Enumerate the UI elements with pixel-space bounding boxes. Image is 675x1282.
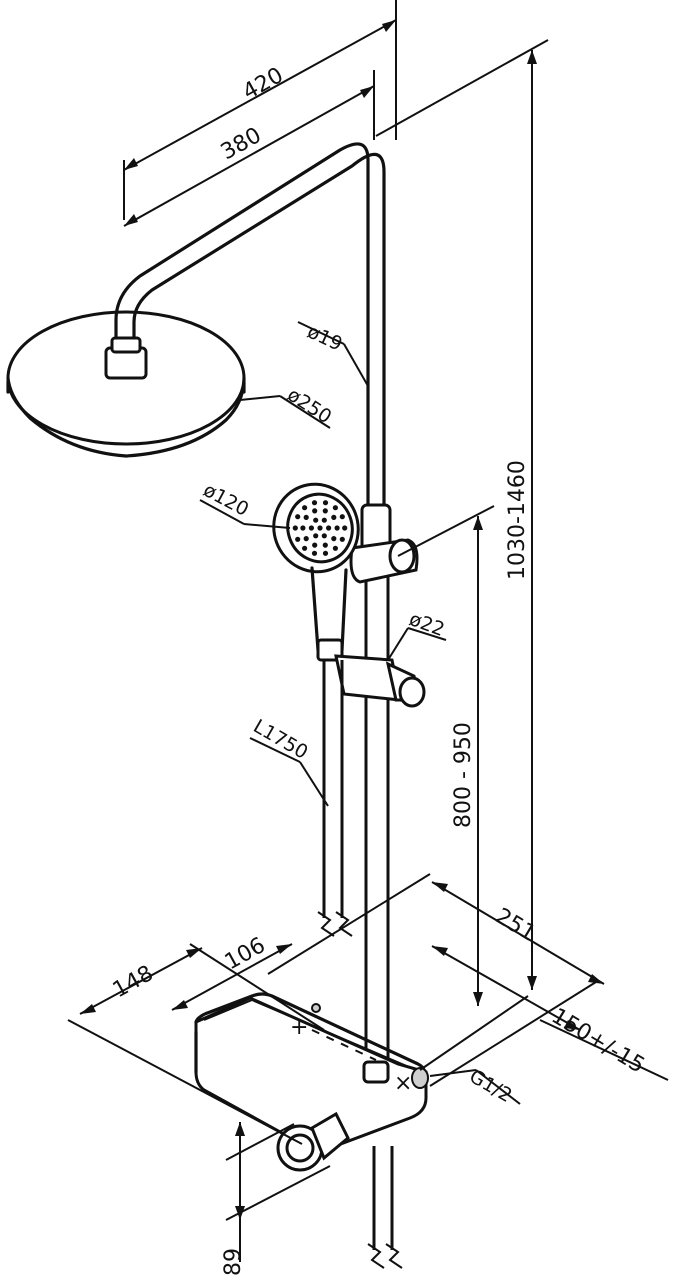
nozzle-dot <box>322 542 328 548</box>
nozzle-dot <box>322 500 329 506</box>
nozzle-dot <box>292 525 298 531</box>
dim-89: 89 <box>221 1248 246 1276</box>
panel-cross-symbol: × <box>394 1071 412 1096</box>
nozzle-dot <box>313 533 319 539</box>
riser-pipe <box>360 503 392 1075</box>
dim-o22: ø22 <box>406 608 447 641</box>
lower-holder <box>334 654 426 708</box>
nozzle-dot <box>295 514 301 520</box>
nozzle-dot <box>334 525 340 531</box>
nozzle-dot <box>303 514 309 521</box>
nozzle-dot <box>321 517 327 523</box>
nozzle-dot <box>326 525 332 531</box>
nozzle-dot <box>300 525 306 531</box>
nozzle-dot <box>331 536 337 542</box>
nozzle-dot <box>331 514 337 521</box>
nozzle-dot <box>339 514 345 520</box>
overhead-shower-head <box>6 310 246 458</box>
hose <box>317 660 353 937</box>
nozzle-dot <box>332 505 338 511</box>
panel-plus-symbol: + <box>290 1015 308 1040</box>
dim-380: 380 <box>217 123 266 165</box>
dimension-lines <box>67 0 669 1262</box>
nozzle-dot <box>342 525 348 531</box>
upper-bracket <box>349 538 419 584</box>
dim-g12: G1/2 <box>466 1065 516 1107</box>
arrowheads <box>80 20 604 1220</box>
nozzle-dot <box>322 508 328 514</box>
dim-o19: ø19 <box>304 321 346 356</box>
shower-arm <box>114 142 386 507</box>
nozzle-dot <box>312 542 318 548</box>
nozzle-dot <box>295 536 301 542</box>
dim-800-950: 800 - 950 <box>451 722 476 828</box>
nozzle-dot <box>313 517 319 523</box>
nozzle-dot <box>308 525 314 531</box>
dim-l1750: L1750 <box>250 715 312 764</box>
nozzle-dot <box>321 533 327 539</box>
nozzle-dot <box>322 550 329 556</box>
dim-150-tolerance: 150+/-15 <box>547 1004 649 1079</box>
nozzle-dot <box>312 508 318 514</box>
nozzle-dots <box>292 500 348 556</box>
nozzle-dot <box>339 536 345 542</box>
dim-148: 148 <box>109 961 158 1003</box>
dim-1030-1460: 1030-1460 <box>505 460 530 580</box>
nozzle-dot <box>302 545 308 551</box>
nozzle-dot <box>311 500 318 506</box>
dim-420: 420 <box>239 63 288 105</box>
nozzle-dot <box>302 505 308 511</box>
nozzle-dot <box>332 545 338 551</box>
nozzle-dot <box>317 525 323 531</box>
panel-dash-line <box>311 1029 377 1061</box>
nozzle-dot <box>303 536 309 542</box>
nozzle-dot <box>311 550 318 556</box>
thermostat-body <box>194 992 429 1269</box>
dim-o250: ø250 <box>283 384 335 429</box>
